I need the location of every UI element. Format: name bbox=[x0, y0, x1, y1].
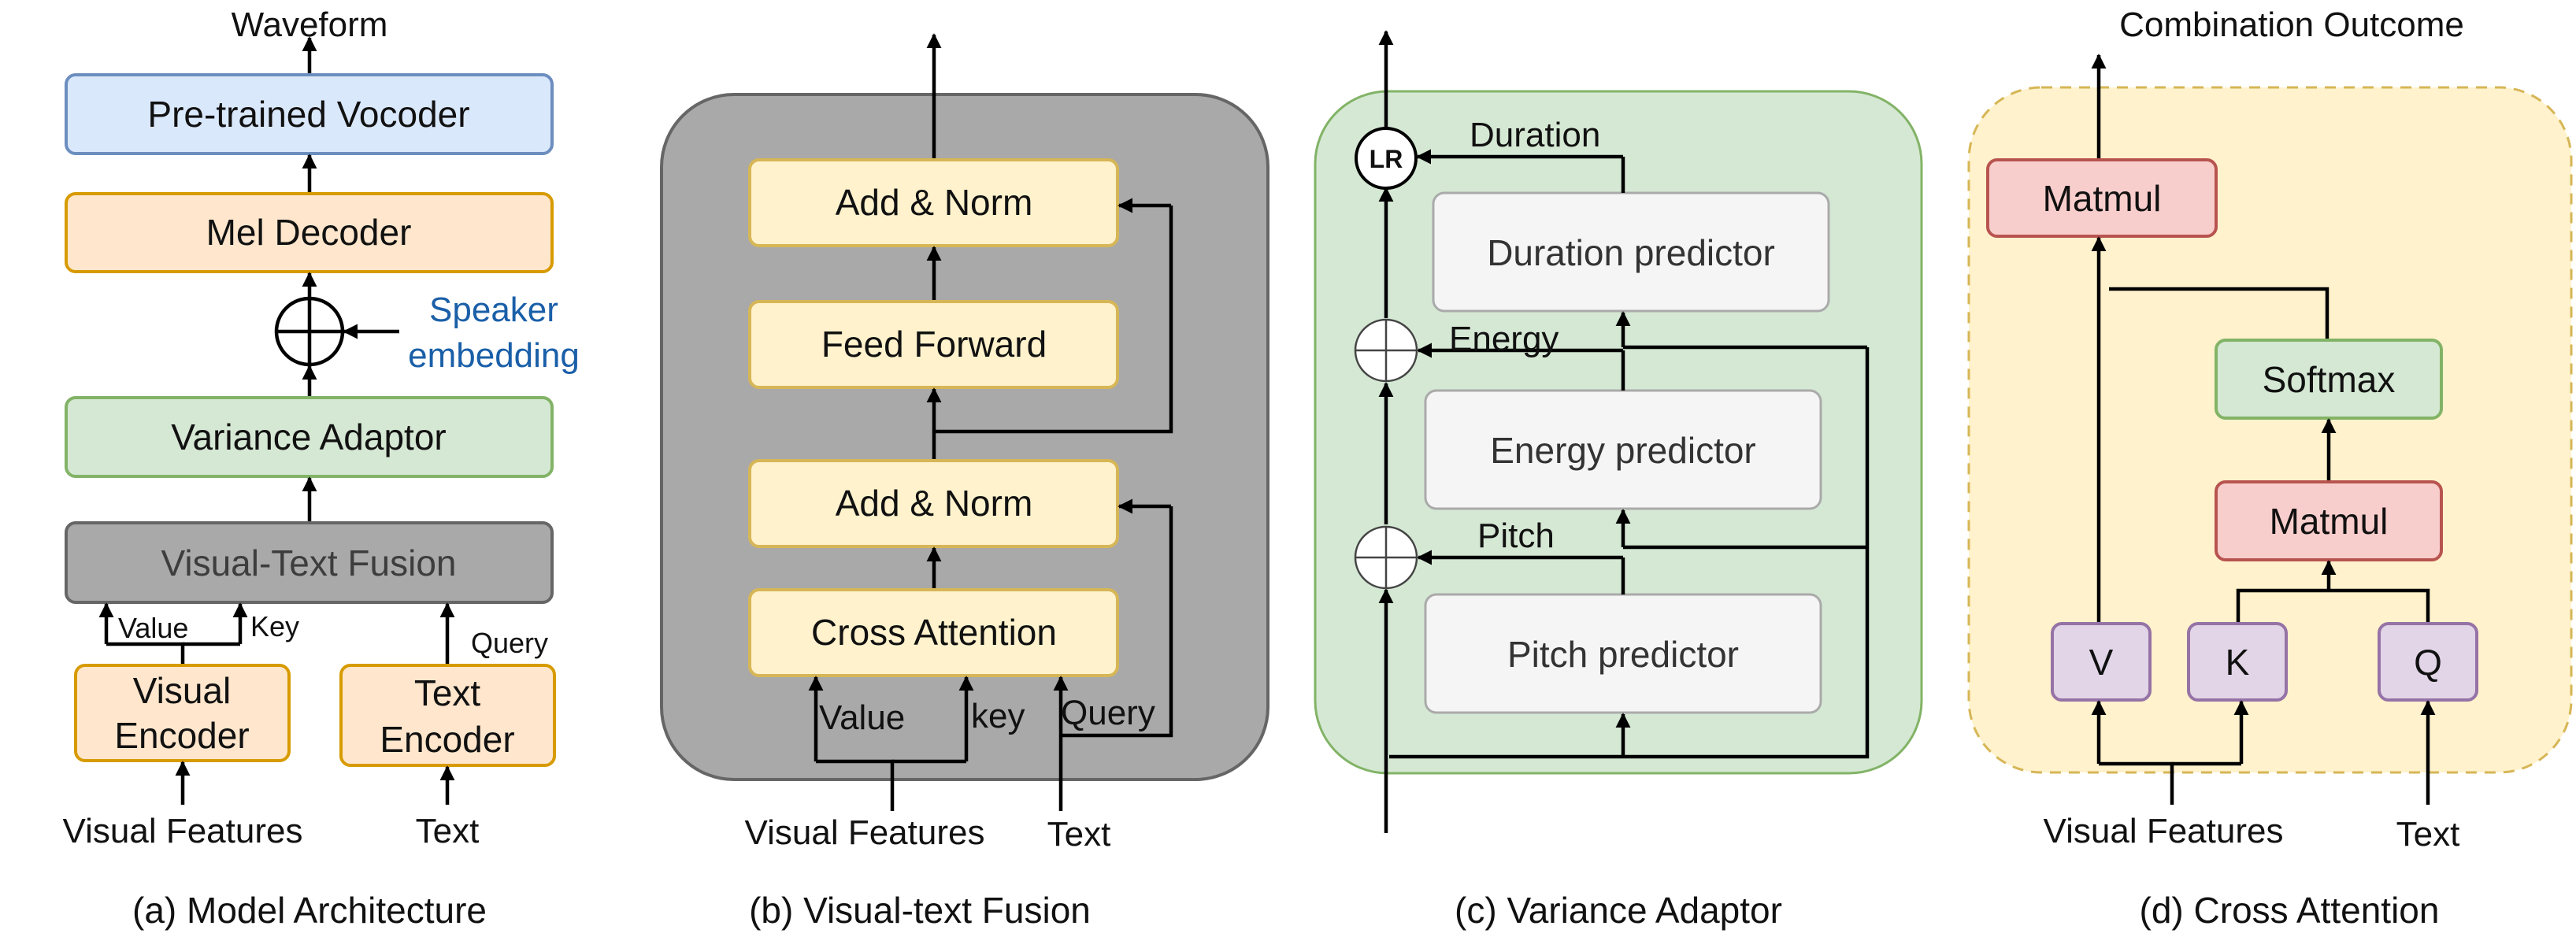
pitch-label: Pitch bbox=[1477, 517, 1555, 555]
feed-forward-rect bbox=[748, 300, 1119, 389]
q-label: Q bbox=[2414, 642, 2442, 683]
duration-predictor-rect bbox=[1432, 191, 1830, 313]
add-norm-bottom-label: Add & Norm bbox=[836, 483, 1033, 524]
add-norm-bottom-rect bbox=[748, 459, 1119, 548]
text-encoder-box: Text Encoder bbox=[339, 664, 556, 767]
softmax-rect bbox=[2215, 339, 2443, 420]
cross-attention-rect bbox=[748, 588, 1119, 677]
cross-attention-background bbox=[1967, 86, 2573, 774]
fusion-box: Visual-Text Fusion bbox=[65, 521, 554, 604]
visual-encoder-rect bbox=[74, 664, 291, 762]
mel-decoder-box: Mel Decoder bbox=[65, 192, 554, 273]
v-label: V bbox=[2089, 642, 2114, 683]
visual-encoder-line2: Encoder bbox=[114, 715, 249, 756]
matmul-bottom-box: Matmul bbox=[2215, 480, 2443, 561]
matmul-bottom-label: Matmul bbox=[2270, 501, 2389, 542]
key-label-a: Key bbox=[250, 610, 299, 643]
v-rect bbox=[2051, 622, 2152, 702]
fusion-label: Visual-Text Fusion bbox=[161, 543, 457, 583]
feed-forward-box: Feed Forward bbox=[748, 300, 1119, 389]
mel-decoder-label: Mel Decoder bbox=[206, 212, 412, 253]
matmul-bottom-rect bbox=[2215, 480, 2443, 561]
caption-c: (c) Variance Adaptor bbox=[1455, 890, 1782, 931]
text-encoder-line2: Encoder bbox=[380, 719, 514, 760]
lr-circle-shape bbox=[1355, 127, 1418, 190]
value-label-a: Value bbox=[118, 612, 188, 644]
vocoder-rect bbox=[65, 73, 554, 155]
caption-d: (d) Cross Attention bbox=[2140, 890, 2440, 931]
visual-features-label-a: Visual Features bbox=[63, 812, 303, 850]
add-norm-bottom-box: Add & Norm bbox=[748, 459, 1119, 548]
sum-circle bbox=[274, 296, 345, 367]
duration-label: Duration bbox=[1470, 116, 1600, 154]
duration-predictor-label: Duration predictor bbox=[1487, 232, 1775, 273]
energy-predictor-box: Energy predictor bbox=[1424, 389, 1822, 510]
caption-a: (a) Model Architecture bbox=[132, 890, 487, 931]
speaker-label-line1: Speaker bbox=[429, 291, 558, 329]
k-rect bbox=[2187, 622, 2288, 702]
matmul-top-label: Matmul bbox=[2043, 178, 2162, 219]
query-label-a: Query bbox=[471, 627, 548, 659]
visual-features-label-d: Visual Features bbox=[2044, 812, 2284, 850]
add-norm-top-rect bbox=[748, 158, 1119, 247]
lr-label: LR bbox=[1370, 145, 1403, 173]
cross-attention-box: Cross Attention bbox=[748, 588, 1119, 677]
cross-attention-label: Cross Attention bbox=[811, 612, 1057, 653]
q-rect bbox=[2378, 622, 2478, 702]
vocoder-box: Pre-trained Vocoder bbox=[65, 73, 554, 155]
q-box: Q bbox=[2378, 622, 2478, 702]
panel-variance-adaptor: LR Duration predictor Energy predictor P… bbox=[1314, 30, 1923, 931]
k-box: K bbox=[2187, 622, 2288, 702]
energy-label: Energy bbox=[1449, 320, 1559, 358]
vocoder-label: Pre-trained Vocoder bbox=[147, 94, 469, 135]
caption-b: (b) Visual-text Fusion bbox=[749, 890, 1091, 931]
value-label-b: Value bbox=[819, 698, 905, 737]
softmax-label: Softmax bbox=[2263, 359, 2396, 400]
length-regulator-circle: LR bbox=[1355, 127, 1418, 190]
variance-adaptor-box: Variance Adaptor bbox=[65, 396, 554, 478]
speaker-label-line2: embedding bbox=[408, 336, 580, 375]
visual-features-label-b: Visual Features bbox=[745, 813, 985, 852]
energy-sum-circle bbox=[1354, 318, 1418, 383]
variance-adaptor-label: Variance Adaptor bbox=[171, 417, 447, 457]
visual-encoder-line1: Visual bbox=[133, 670, 231, 711]
panel-model-architecture: Waveform Pre-trained Vocoder Mel Decoder… bbox=[63, 6, 580, 931]
matmul-top-rect bbox=[1986, 158, 2218, 238]
softmax-box: Softmax bbox=[2215, 339, 2443, 420]
duration-predictor-box: Duration predictor bbox=[1432, 191, 1830, 313]
matmul-top-box: Matmul bbox=[1986, 158, 2218, 238]
fusion-rect bbox=[65, 521, 554, 604]
panel-cross-attention: Combination Outcome Matmul Softmax Matmu… bbox=[1967, 6, 2573, 931]
text-label-a: Text bbox=[416, 812, 480, 850]
visual-encoder-box: Visual Encoder bbox=[74, 664, 291, 762]
k-label: K bbox=[2226, 642, 2250, 683]
pitch-predictor-label: Pitch predictor bbox=[1507, 634, 1739, 675]
text-label-d: Text bbox=[2396, 815, 2460, 854]
mel-decoder-rect bbox=[65, 192, 554, 273]
add-norm-top-box: Add & Norm bbox=[748, 158, 1119, 247]
variance-adaptor-rect bbox=[65, 396, 554, 478]
query-label-b: Query bbox=[1061, 694, 1155, 732]
add-norm-top-label: Add & Norm bbox=[836, 182, 1033, 223]
text-encoder-rect bbox=[339, 664, 556, 767]
combination-outcome-label: Combination Outcome bbox=[2119, 6, 2464, 44]
text-encoder-line1: Text bbox=[414, 672, 481, 713]
text-label-b: Text bbox=[1047, 815, 1111, 854]
v-box: V bbox=[2051, 622, 2152, 702]
pitch-predictor-box: Pitch predictor bbox=[1424, 593, 1822, 714]
energy-predictor-label: Energy predictor bbox=[1490, 430, 1756, 471]
pitch-sum-circle bbox=[1354, 525, 1418, 590]
panel-visual-text-fusion: Add & Norm Feed Forward Add & Norm Cross… bbox=[660, 33, 1269, 931]
feed-forward-label: Feed Forward bbox=[821, 324, 1047, 365]
key-label-b: key bbox=[971, 697, 1025, 735]
